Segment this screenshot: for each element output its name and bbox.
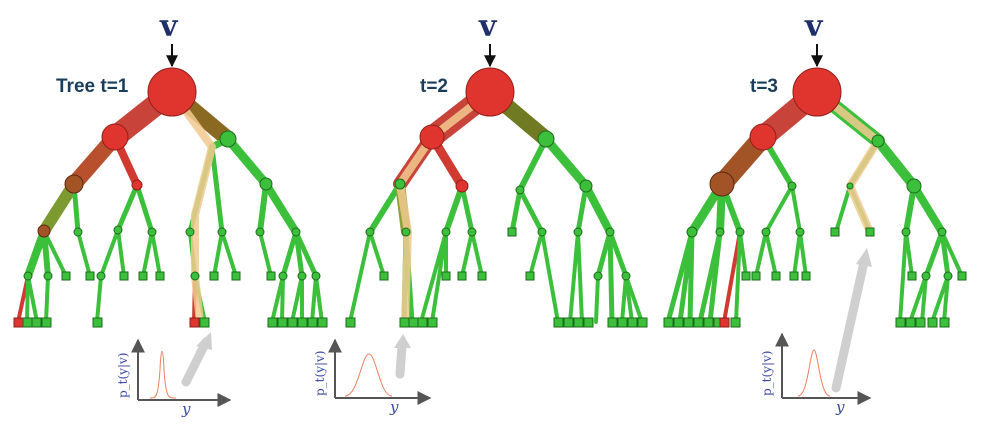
tree-2	[328, 44, 648, 405]
tree-1	[13, 44, 328, 407]
tree-1-input-v: v	[160, 9, 178, 44]
tree-2-density-label: p_t(y|v)	[313, 350, 327, 396]
tree-3-input-v: v	[805, 9, 823, 44]
tree-3-pointer-arrow	[831, 257, 869, 393]
tree-2-input-v: v	[479, 9, 497, 44]
tree-1-edges	[16, 81, 324, 324]
tree-2-edges	[348, 81, 644, 325]
tree-3-density-label: p_t(y|v)	[760, 350, 774, 396]
tree-2-decision-path	[396, 88, 494, 326]
tree-2-pointer-arrow	[395, 341, 407, 379]
tree-3-leaves	[663, 227, 967, 328]
tree-1-title: Tree t=1	[56, 76, 129, 97]
tree-3-edges	[665, 81, 964, 325]
tree-1-y-label: y	[182, 400, 191, 418]
tree-2-leaves	[345, 227, 648, 328]
tree-2-title: t=2	[420, 76, 448, 97]
tree-1-density-label: p_t(y|v)	[116, 352, 130, 398]
tree-1-decision-path	[168, 88, 216, 326]
tree-2-nodes	[365, 67, 631, 281]
tree-2-density-plot	[328, 338, 432, 405]
tree-2-y-label: y	[390, 398, 399, 416]
tree-3-decision-path	[813, 88, 882, 236]
tree-3-nodes	[686, 67, 953, 281]
tree-3	[663, 44, 967, 405]
tree-1-nodes	[23, 67, 321, 281]
tree-1-density-plot	[131, 338, 232, 407]
tree-1-leaves	[13, 271, 328, 328]
tree-3-title: t=3	[750, 76, 778, 97]
tree-3-density-plot	[775, 332, 872, 405]
tree-3-y-label: y	[836, 398, 845, 416]
tree-1-pointer-arrow	[181, 337, 211, 387]
